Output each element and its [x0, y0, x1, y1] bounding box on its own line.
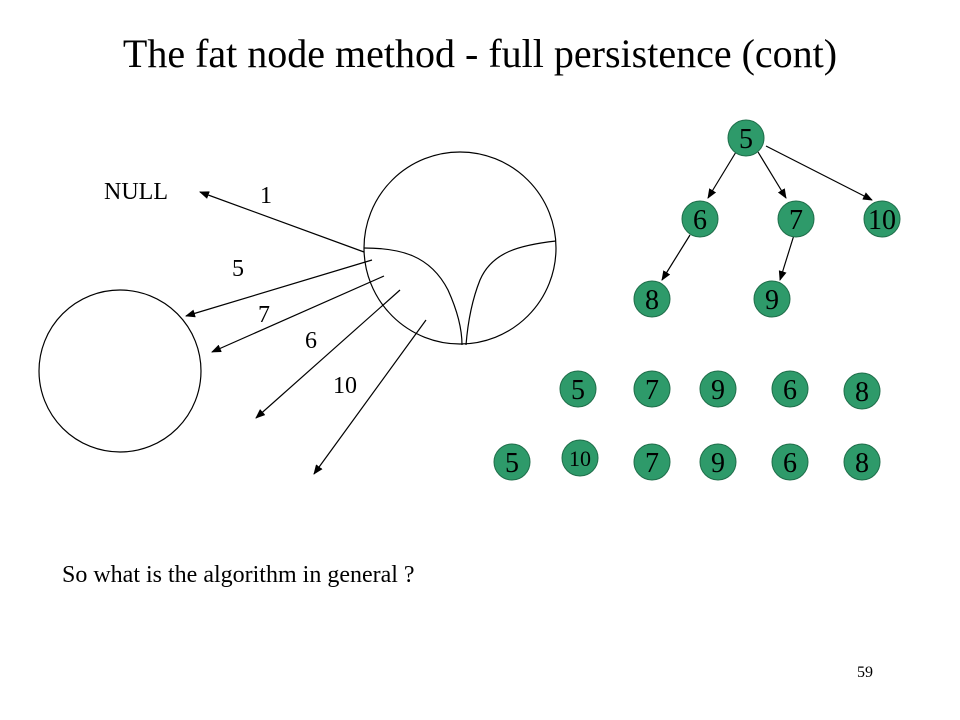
list-node: 7 — [633, 370, 671, 408]
list-node-circle — [559, 370, 597, 408]
list-node-circle — [699, 370, 737, 408]
list-node-label: 10 — [569, 446, 591, 471]
tree-node-circle — [863, 200, 901, 238]
list-node: 10 — [561, 439, 599, 477]
tree-edges — [661, 145, 873, 281]
tree-node-label: 10 — [868, 205, 896, 236]
pointer-label-10: 10 — [333, 373, 357, 399]
list-node: 6 — [771, 443, 809, 481]
pointer-arrow-6 — [255, 289, 401, 419]
tree-node: 8 — [633, 280, 671, 318]
list-node-circle — [771, 370, 809, 408]
version-tree: 5 6 7 10 8 9 — [633, 119, 901, 318]
tree-node-circle — [681, 200, 719, 238]
slide-title: The fat node method - full persistence (… — [122, 31, 838, 76]
list-node-circle — [843, 443, 881, 481]
list-node-label: 5 — [571, 375, 585, 406]
tree-node-label: 5 — [739, 124, 753, 155]
tree-node-circle — [727, 119, 765, 157]
list-node-circle — [633, 370, 671, 408]
tree-node: 9 — [753, 280, 791, 318]
pointer-arrow-10 — [313, 319, 427, 475]
list-node: 9 — [699, 370, 737, 408]
list-node: 8 — [843, 443, 881, 481]
tree-node-label: 6 — [693, 205, 707, 236]
list-node: 5 — [493, 443, 531, 481]
pointer-label-6: 6 — [305, 328, 317, 354]
page-number: 59 — [857, 664, 873, 681]
list-node-circle — [771, 443, 809, 481]
list-node: 8 — [843, 372, 881, 410]
list-node: 5 — [559, 370, 597, 408]
list-node-label: 9 — [711, 375, 725, 406]
tree-node: 7 — [777, 200, 815, 238]
list-node-circle — [493, 443, 531, 481]
tree-node-circle — [753, 280, 791, 318]
version-list-2: 5 10 7 9 6 8 — [493, 439, 881, 481]
list-node-label: 8 — [855, 448, 869, 479]
list-node-circle — [843, 372, 881, 410]
list-node-label: 9 — [711, 448, 725, 479]
tree-node: 6 — [681, 200, 719, 238]
tree-node-label: 7 — [789, 205, 803, 236]
fat-node-circle — [363, 151, 557, 345]
tree-node-circle — [777, 200, 815, 238]
list-node-label: 7 — [645, 375, 659, 406]
pointer-label-7: 7 — [258, 302, 270, 328]
list-node-label: 8 — [855, 377, 869, 408]
tree-node-label: 9 — [765, 285, 779, 316]
list-node: 7 — [633, 443, 671, 481]
tree-edge-7-9 — [778, 234, 795, 281]
list-node-circle — [699, 443, 737, 481]
tree-node-circle — [633, 280, 671, 318]
pointer-arrows — [185, 191, 427, 475]
null-label: NULL — [104, 179, 168, 205]
tree-node: 5 — [727, 119, 765, 157]
list-node: 9 — [699, 443, 737, 481]
pointer-label-5: 5 — [232, 256, 244, 282]
list-node-circle — [561, 439, 599, 477]
tree-edge-6-8 — [661, 234, 691, 281]
list-node-label: 7 — [645, 448, 659, 479]
list-node: 6 — [771, 370, 809, 408]
pointer-arrow-5 — [185, 259, 373, 318]
pointer-arrow-7 — [211, 275, 385, 353]
tree-edge-5-7 — [757, 151, 787, 199]
tree-node: 10 — [863, 200, 901, 238]
list-node-label: 5 — [505, 448, 519, 479]
fat-node-divider-right — [465, 240, 557, 346]
question-text: So what is the algorithm in general ? — [62, 562, 415, 588]
tree-edge-5-10 — [765, 145, 873, 201]
fat-node — [363, 151, 557, 346]
list-node-label: 6 — [783, 448, 797, 479]
list-node-circle — [633, 443, 671, 481]
list-node-label: 6 — [783, 375, 797, 406]
tree-edge-5-6 — [707, 151, 737, 199]
tree-node-label: 8 — [645, 285, 659, 316]
pointer-label-1: 1 — [260, 183, 272, 209]
version-list-1: 5 7 9 6 8 — [559, 370, 881, 410]
fat-node-divider-left — [363, 247, 463, 346]
pointer-arrow-1 — [199, 191, 365, 253]
child-node-circle — [38, 289, 202, 453]
